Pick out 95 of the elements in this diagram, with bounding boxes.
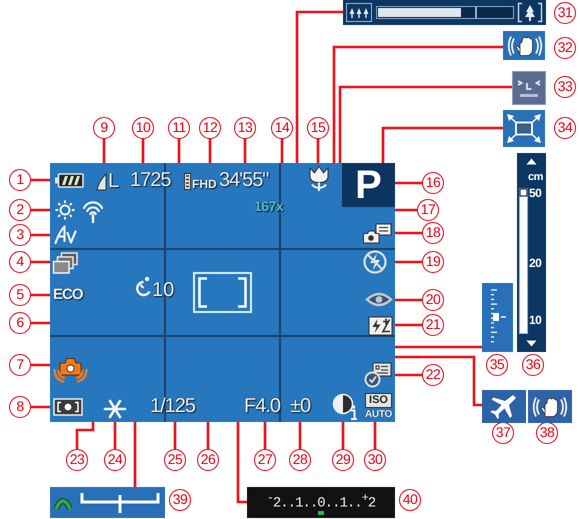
leader-line [31, 406, 53, 408]
callout-number: 8 [9, 396, 31, 418]
shot-counter: 1725 [130, 170, 170, 190]
callout-number: 6 [9, 312, 31, 334]
callout-number: 25 [164, 449, 186, 471]
scale-number: 50 [529, 187, 542, 199]
unit-label: cm [528, 172, 543, 183]
sun-icon [53, 199, 77, 221]
flower-icon [308, 165, 330, 192]
callout-number: 22 [422, 364, 444, 386]
callout-number: 9 [93, 117, 115, 139]
callout-number: 29 [332, 449, 354, 471]
iso-tag: ISO [365, 393, 392, 408]
mode-tile: P [342, 163, 395, 207]
exposure-value: ±0 [290, 396, 310, 416]
leader-line [31, 260, 52, 264]
callout-number: 7 [9, 354, 31, 376]
leader-line [382, 126, 503, 163]
callout-number: 36 [522, 354, 544, 376]
callout-number: 32 [554, 37, 576, 59]
card-check-icon [364, 362, 392, 388]
auto-text: AUTO [365, 409, 392, 421]
leader-line [392, 232, 422, 234]
face-icon [512, 71, 546, 105]
leader-line [316, 139, 320, 165]
battery-icon [54, 173, 84, 188]
callout-number: 16 [422, 172, 444, 194]
callout-number: 4 [9, 251, 31, 273]
leader-line [31, 208, 53, 212]
flash-plus-minus-icon [368, 316, 393, 336]
callout-number: 10 [132, 117, 154, 139]
callout-number: 1 [9, 169, 31, 191]
callout-number: 5 [9, 284, 31, 306]
leader-line [392, 374, 422, 376]
callout-number: 27 [254, 449, 276, 471]
callout-number: 13 [234, 117, 256, 139]
scale-number: 10 [529, 314, 542, 326]
callout-number: 34 [554, 117, 576, 139]
stacked-frames-icon [52, 252, 79, 275]
camera-screen [50, 163, 395, 422]
leader-line [114, 419, 116, 449]
shutter-speed: 1/125 [150, 396, 196, 416]
time-remaining: 34'55" [219, 170, 268, 190]
eco-indicator: ECO [53, 287, 83, 302]
callout-number: 30 [364, 449, 386, 471]
leader-line [374, 420, 376, 449]
hand-shake-icon [528, 390, 572, 423]
hand-shake-icon [503, 31, 545, 60]
callout-number: 35 [486, 354, 508, 376]
callout-number: 12 [199, 117, 221, 139]
callout-number: 18 [422, 222, 444, 244]
leader-line [342, 421, 344, 449]
callout-number: 11 [168, 117, 190, 139]
eye-icon [365, 290, 393, 309]
callout-number: 38 [536, 422, 558, 444]
callout-number: 31 [554, 2, 576, 24]
callout-number: 28 [289, 449, 311, 471]
leader-line [395, 182, 422, 184]
callout-number: 14 [271, 117, 293, 139]
aperture-value: F4.0 [244, 396, 280, 416]
callout-number: 26 [197, 449, 219, 471]
callout-number: 19 [422, 251, 444, 273]
size-letter: L [108, 171, 120, 191]
leader-line [31, 234, 53, 236]
level-bar [50, 487, 165, 518]
callout-number: 21 [422, 314, 444, 336]
leader-line [393, 298, 422, 302]
callout-number: 17 [417, 199, 439, 221]
callout-number: 2 [9, 199, 31, 221]
airplane-icon [482, 390, 526, 423]
quality-text: FHD [192, 178, 217, 190]
leader-line [393, 324, 422, 326]
callout-number: 15 [307, 117, 329, 139]
callout-number: 20 [422, 289, 444, 311]
callout-number: 33 [554, 76, 576, 98]
callout-number: 39 [169, 489, 191, 511]
callout-number: 37 [492, 422, 514, 444]
letter-glyph-icon [53, 224, 78, 245]
leader-line [31, 364, 52, 366]
callout-number: 40 [399, 489, 421, 511]
tick-gauge [482, 283, 513, 352]
timer-seconds: 10 [152, 280, 174, 300]
leader-line [31, 294, 53, 296]
exposure-scale [247, 487, 395, 518]
camera-card-icon [362, 223, 392, 244]
scale-text: $^{-}$2..1..0..1..$^{+}$2 [266, 493, 376, 511]
callout-number: 24 [104, 449, 126, 471]
callout-number: 23 [66, 449, 88, 471]
asterisk-icon [102, 399, 128, 419]
callout-number: 3 [9, 224, 31, 246]
scale-number: 20 [529, 257, 542, 269]
contrast-icon [332, 392, 360, 421]
frame-expand-icon [503, 110, 545, 147]
focus-range-bar [517, 153, 546, 352]
zoom-bar [343, 0, 546, 25]
